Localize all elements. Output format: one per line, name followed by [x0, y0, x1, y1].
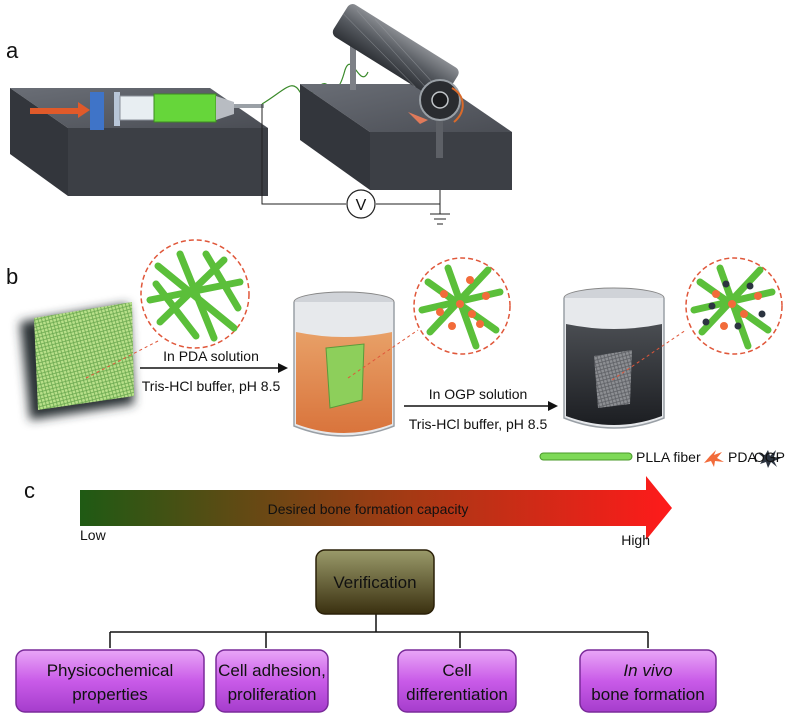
- plla-mat-initial: [20, 302, 134, 420]
- legend: PLLA fiber PDA OGP: [539, 449, 785, 468]
- leaf-box-cell-adhesion: Cell adhesion, proliferation: [215, 649, 329, 713]
- zoom-line-1: [85, 339, 161, 379]
- verification-label: Verification: [333, 573, 416, 592]
- zoom-circle-ogp: [685, 257, 783, 355]
- arrow-label: Desired bone formation capacity: [268, 501, 469, 517]
- leaf-1-line2: properties: [72, 685, 148, 704]
- panel-label-c: c: [24, 478, 35, 503]
- leaf-4-line1: In vivo: [623, 661, 672, 680]
- voltmeter: V: [346, 189, 376, 219]
- verification-box: Verification: [315, 549, 435, 615]
- legend-pda-swatch: [704, 450, 724, 467]
- rotating-drum-collector: [332, 4, 464, 158]
- legend-plla-swatch: [539, 452, 633, 461]
- needle: [234, 104, 264, 108]
- beaker-ogp: [563, 287, 665, 429]
- panel-label-b: b: [6, 264, 18, 289]
- panel-label-a: a: [6, 38, 19, 63]
- high-label: High: [621, 532, 650, 548]
- leaf-box-in-vivo: In vivo bone formation: [579, 649, 717, 713]
- collector-platform: [300, 84, 512, 190]
- leaf-2-line2: proliferation: [228, 685, 317, 704]
- legend-ogp-swatch: [758, 450, 781, 468]
- legend-ogp-label: OGP: [754, 449, 785, 465]
- capacity-arrow: [80, 476, 672, 540]
- leaf-4-line2: bone formation: [591, 685, 704, 704]
- plunger-holder: [90, 92, 104, 130]
- leaf-box-cell-differentiation: Cell differentiation: [397, 649, 517, 713]
- low-label: Low: [80, 527, 107, 543]
- step1-line2: Tris-HCl buffer, pH 8.5: [142, 378, 281, 394]
- leaf-3-line2: differentiation: [406, 685, 508, 704]
- zoom-circle-pda: [413, 257, 511, 355]
- voltmeter-symbol: V: [356, 197, 367, 214]
- step2-line2: Tris-HCl buffer, pH 8.5: [409, 416, 548, 432]
- ground-symbol: [430, 213, 450, 225]
- step2-line1: In OGP solution: [429, 386, 528, 402]
- leaf-1-line1: Physicochemical: [47, 661, 174, 680]
- leaf-3-line1: Cell: [442, 661, 471, 680]
- leaf-box-physicochemical: Physicochemical properties: [15, 649, 205, 713]
- verification-tree-connectors: [109, 614, 649, 648]
- step1-line1: In PDA solution: [163, 348, 259, 364]
- syringe: [30, 92, 264, 130]
- legend-plla-label: PLLA fiber: [636, 449, 701, 465]
- legend-pda-label: PDA: [728, 449, 757, 465]
- zoom-circle-plla: [140, 239, 250, 349]
- beaker-pda: [293, 291, 395, 437]
- leaf-2-line1: Cell adhesion,: [218, 661, 326, 680]
